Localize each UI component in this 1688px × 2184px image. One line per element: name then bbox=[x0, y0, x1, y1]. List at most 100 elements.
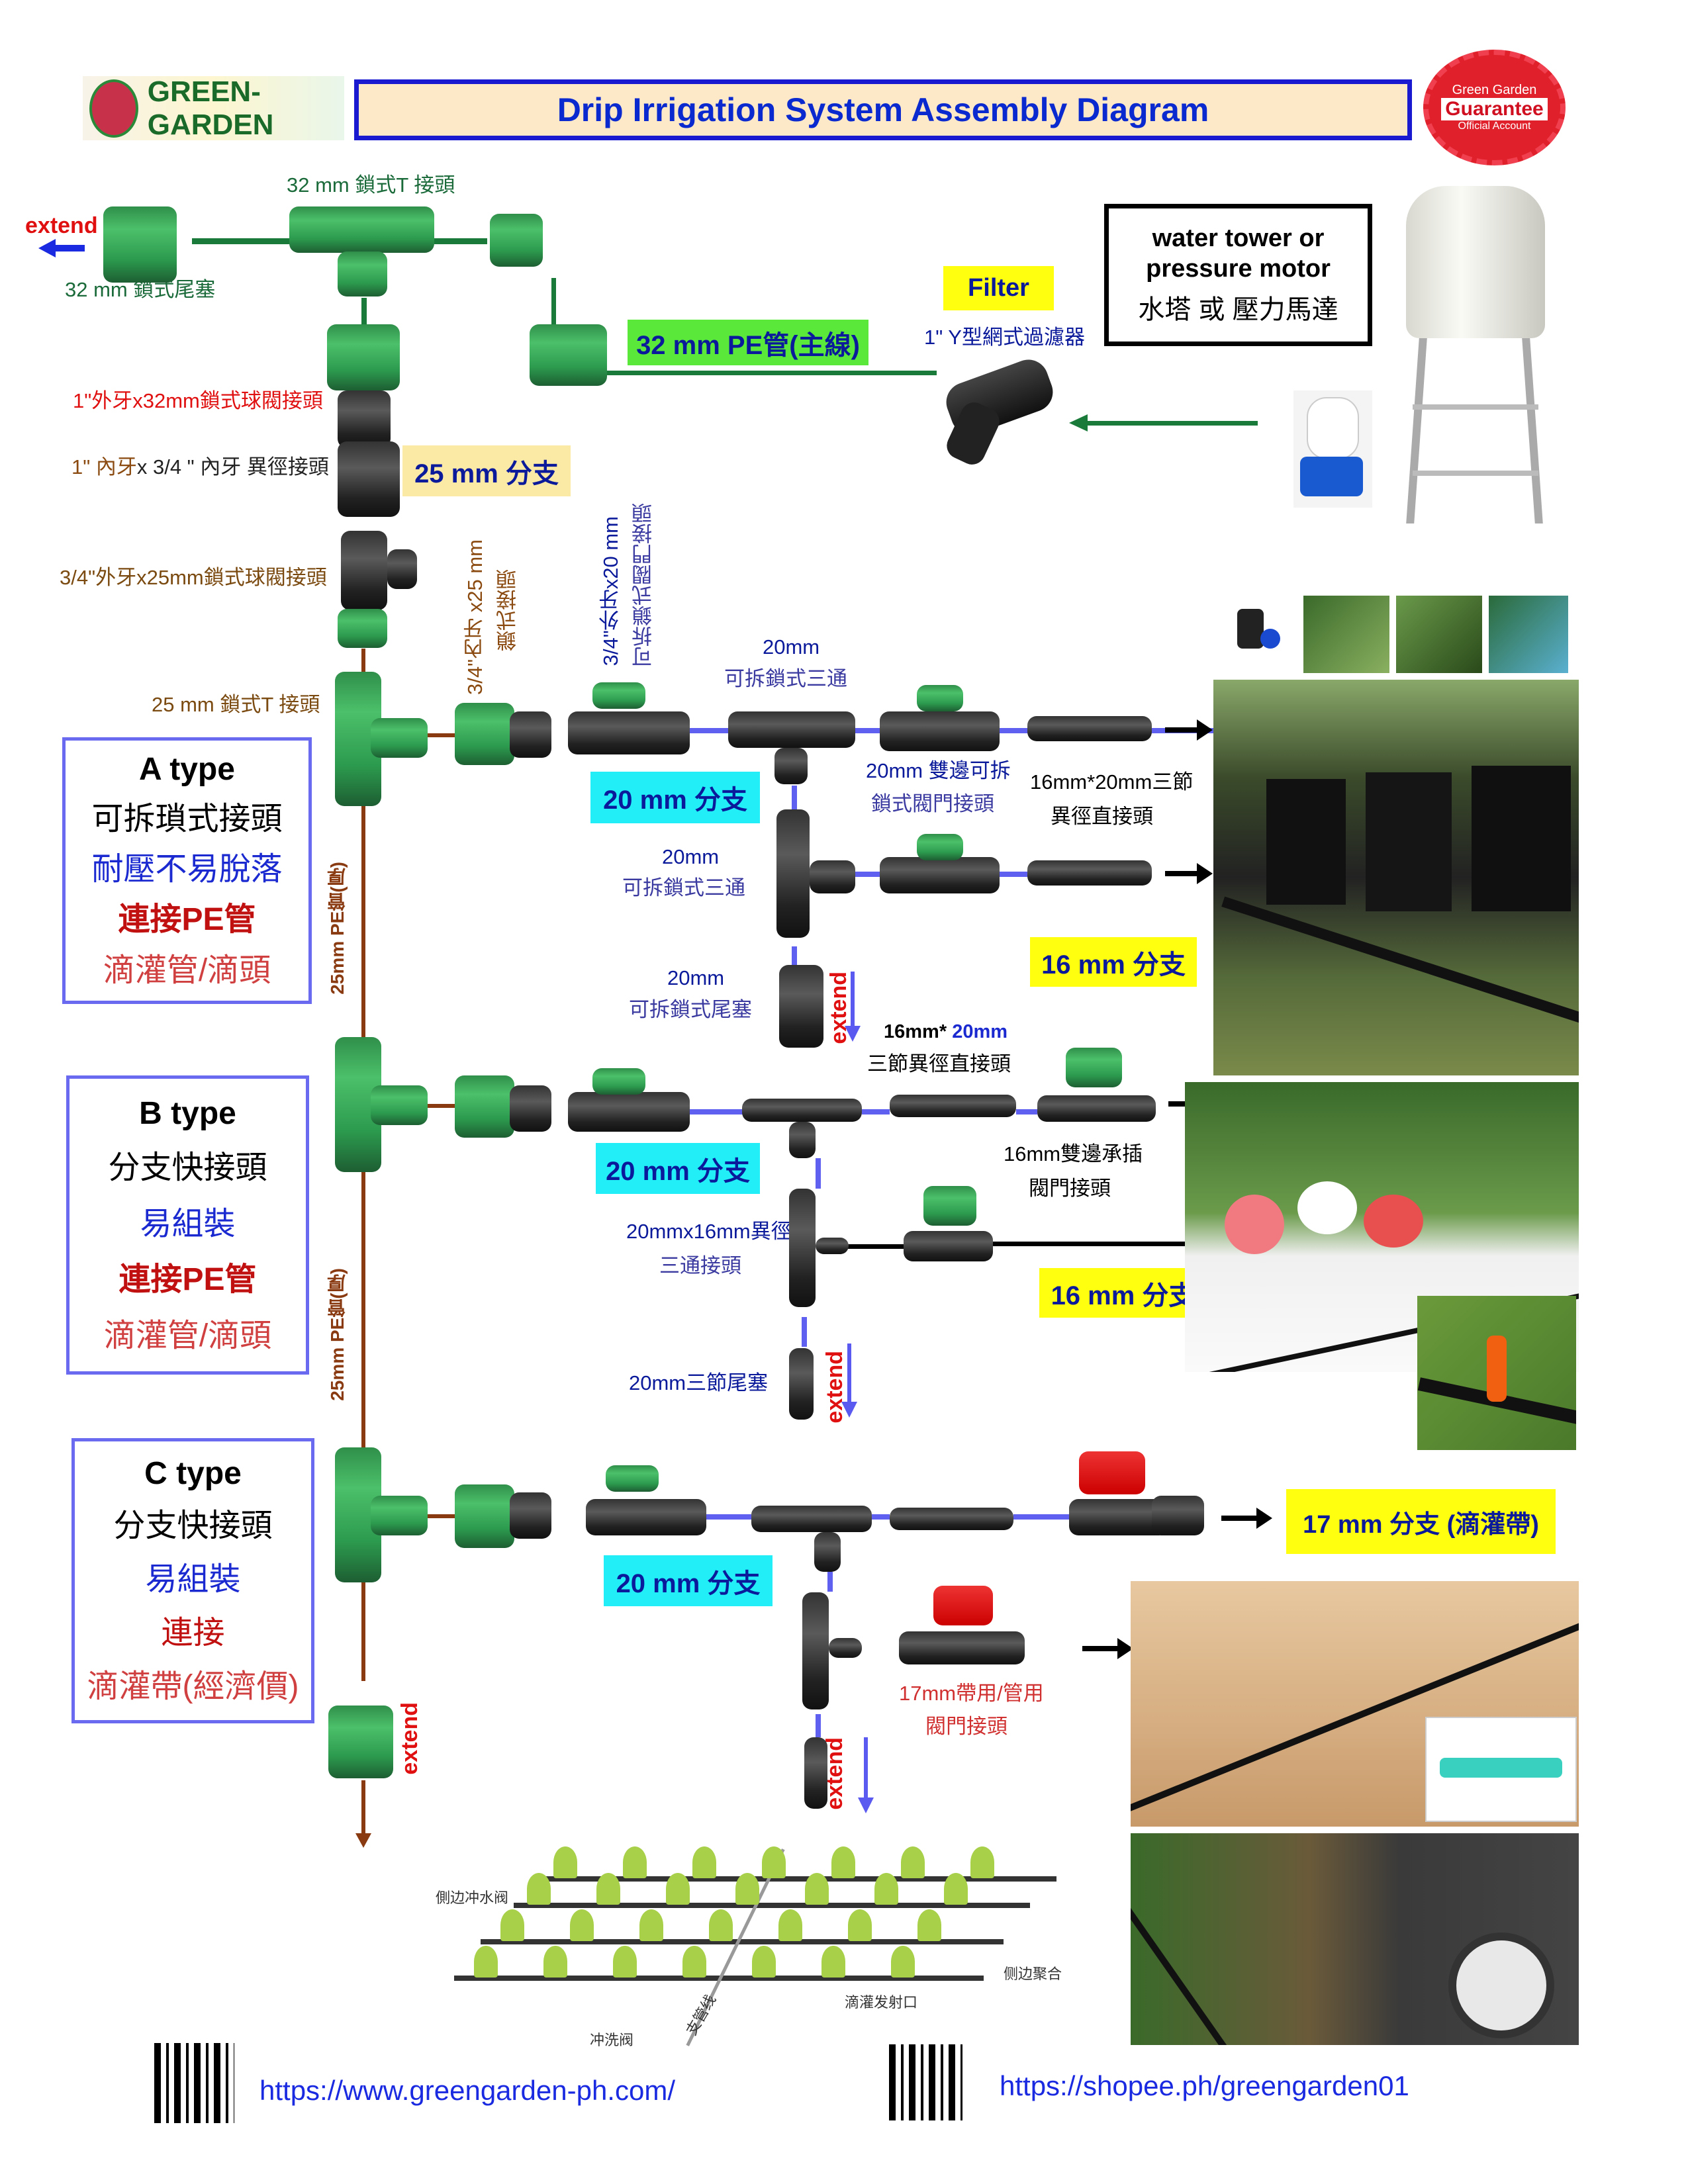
pe-25-branch bbox=[428, 733, 457, 737]
flush-valve-label: 冲洗阀 bbox=[590, 2032, 634, 2048]
blue-pipe bbox=[816, 1714, 821, 1737]
water-tower-image bbox=[1393, 186, 1558, 524]
plant-icon bbox=[821, 1946, 845, 1978]
arrow-right-icon bbox=[1221, 1508, 1272, 1529]
c-type-box: C type 分支快接頭 易組裝 連接 滴灌帶(經濟價) bbox=[71, 1438, 314, 1723]
pe-25-trunk bbox=[361, 649, 365, 675]
badge-top-text: Green Garden bbox=[1452, 83, 1537, 97]
ball-valve-25-handle-fitting-icon bbox=[387, 549, 417, 589]
plant-icon bbox=[735, 1873, 759, 1905]
green-pipe bbox=[192, 238, 291, 244]
flush-side-label: 側边冲水阀 bbox=[436, 1889, 509, 1906]
valve-20-b-handle-fitting-icon bbox=[592, 1068, 645, 1095]
b-extend-arrow-head-icon bbox=[841, 1402, 857, 1418]
tee-c2-side-fitting-icon bbox=[829, 1638, 862, 1658]
reducer-label-part: x 3/4 " 內牙 異徑接頭 bbox=[136, 455, 329, 478]
brand-logo: GREEN-GARDEN bbox=[83, 75, 344, 141]
plant-icon bbox=[901, 1846, 925, 1878]
b-branch-16-label: 16 mm 分支 bbox=[1039, 1268, 1207, 1318]
valve-20-double-a-handle-fitting-icon bbox=[917, 685, 963, 711]
valve-20-b-fitting-icon bbox=[568, 1092, 690, 1132]
connector-c-fitting-icon bbox=[890, 1508, 1013, 1530]
elbow-32-fitting-icon bbox=[530, 324, 607, 386]
type-line: 連接 bbox=[161, 1615, 225, 1651]
ball-valve-adaptor-32-fitting-icon bbox=[327, 324, 400, 390]
ball-valve-adaptor-thread-fitting-icon bbox=[338, 390, 391, 448]
arrow-left-head-icon bbox=[38, 239, 56, 257]
type-title: B type bbox=[139, 1095, 236, 1131]
tee-20x16-b-stem-fitting-icon bbox=[789, 1122, 816, 1158]
plant-icon bbox=[944, 1873, 968, 1905]
tee-32-label: 32 mm 鎖式T 接頭 bbox=[287, 173, 455, 197]
plant-icon bbox=[474, 1946, 498, 1978]
black-pipe bbox=[848, 1244, 904, 1249]
b-connector-label-part: 20mm bbox=[952, 1021, 1008, 1042]
adaptor-25-label: 3/4"內牙 x25 mm bbox=[463, 539, 487, 695]
valve-20-double-a2-handle-fitting-icon bbox=[917, 834, 963, 860]
tee-c2-fitting-icon bbox=[802, 1592, 829, 1709]
valve-20-c-handle-fitting-icon bbox=[606, 1465, 659, 1492]
logo-seal-icon bbox=[89, 79, 138, 138]
a-extend-arrow-head-icon bbox=[845, 1026, 861, 1042]
plant-icon bbox=[596, 1873, 620, 1905]
valve-16-b2-handle-fitting-icon bbox=[923, 1186, 976, 1226]
blue-pipe bbox=[1016, 1109, 1037, 1115]
plant-icon bbox=[831, 1846, 855, 1878]
dripper-insert-photo bbox=[1417, 1296, 1576, 1450]
a-type-box: A type 可拆瑣式接頭 耐壓不易脫落 連接PE管 滴灌管/滴頭 bbox=[62, 737, 312, 1004]
dripper-photo bbox=[1489, 596, 1568, 673]
plant-icon bbox=[613, 1946, 637, 1978]
plant-icon bbox=[917, 1909, 941, 1941]
type-line: 分支快接頭 bbox=[113, 1508, 273, 1543]
qr-code-shop bbox=[889, 2044, 962, 2120]
a-branch-16-label: 16 mm 分支 bbox=[1030, 937, 1197, 987]
a-tee2-label: 20mm bbox=[662, 845, 720, 868]
blue-pipe bbox=[855, 872, 882, 877]
a-connector-label-2: 異徑直接頭 bbox=[1051, 805, 1153, 828]
type-line: 連接PE管 bbox=[118, 1262, 257, 1297]
flow-arrow-head-icon bbox=[1069, 414, 1088, 432]
tee-20-a2-side-fitting-icon bbox=[810, 860, 855, 893]
arrow-right-icon bbox=[1082, 1638, 1133, 1659]
green-pipe bbox=[551, 278, 556, 324]
b-connector-label: 16mm* 20mm bbox=[884, 1021, 1008, 1043]
elbow-32-fitting-icon bbox=[490, 214, 543, 267]
tee-20-a-fitting-icon bbox=[728, 711, 855, 748]
reducer-label: 1" 內牙x 3/4 " 內牙 異徑接頭 bbox=[71, 455, 329, 479]
qr-code-website bbox=[154, 2043, 234, 2123]
tee-25-b-body-fitting-icon bbox=[371, 1085, 428, 1125]
tee-32-fitting-fitting-icon bbox=[289, 206, 434, 253]
badge-main-text: Guarantee bbox=[1441, 98, 1548, 120]
plant-icon bbox=[848, 1909, 872, 1941]
merge-side-label: 侧边聚合 bbox=[1004, 1966, 1062, 1982]
page-title: Drip Irrigation System Assembly Diagram bbox=[557, 91, 1209, 128]
website-link[interactable]: https://www.greengarden-ph.com/ bbox=[259, 2075, 675, 2106]
end-plug-c-fitting-icon bbox=[804, 1737, 827, 1809]
b-tee-label-2: 三通接頭 bbox=[659, 1254, 741, 1277]
b-valve-label-2: 閥門接頭 bbox=[1029, 1177, 1111, 1200]
valve-20-a-fitting-icon bbox=[568, 711, 690, 754]
valve-20-label-2: 可拆鎖式閥門接頭 bbox=[632, 503, 655, 667]
dripper-thumbnails bbox=[1211, 596, 1576, 673]
pe-25-branch bbox=[428, 1514, 457, 1518]
shop-link[interactable]: https://shopee.ph/greengarden01 bbox=[1000, 2070, 1409, 2101]
end-plug-20-a-fitting-icon bbox=[779, 965, 823, 1048]
tee-20x16-b2-fitting-icon bbox=[789, 1189, 816, 1307]
tee-20-a-stem-fitting-icon bbox=[774, 748, 808, 784]
adaptor-25-a-thread-fitting-icon bbox=[510, 711, 551, 758]
guarantee-badge: Green Garden Guarantee Official Account bbox=[1423, 50, 1566, 165]
type-line: 滴灌帶(經濟價) bbox=[87, 1669, 299, 1704]
b-valve-label: 16mm雙邊承插 bbox=[1004, 1142, 1143, 1165]
plant-icon bbox=[874, 1873, 898, 1905]
drip-layout-diagram: 側边冲水阀 侧边聚合 滴灌发射口 支管线 冲洗阀 bbox=[428, 1833, 1062, 2054]
plant-icon bbox=[778, 1909, 802, 1941]
valve-17-c2-fitting-icon bbox=[899, 1631, 1025, 1664]
arrow-right-icon bbox=[1165, 719, 1213, 741]
ball-valve-adaptor-label: 1"外牙x32mm鎖式球閥接頭 bbox=[73, 389, 323, 412]
c-valve-label: 17mm帶用/管用 bbox=[899, 1682, 1044, 1705]
b-tee-label: 20mmx16mm異徑 bbox=[626, 1220, 792, 1243]
valve-17-c2-handle-fitting-icon bbox=[933, 1586, 993, 1625]
extend-label-top: extend bbox=[25, 213, 98, 238]
a-tee-20-label: 20mm bbox=[763, 635, 820, 659]
pe-25-branch bbox=[428, 1104, 457, 1108]
